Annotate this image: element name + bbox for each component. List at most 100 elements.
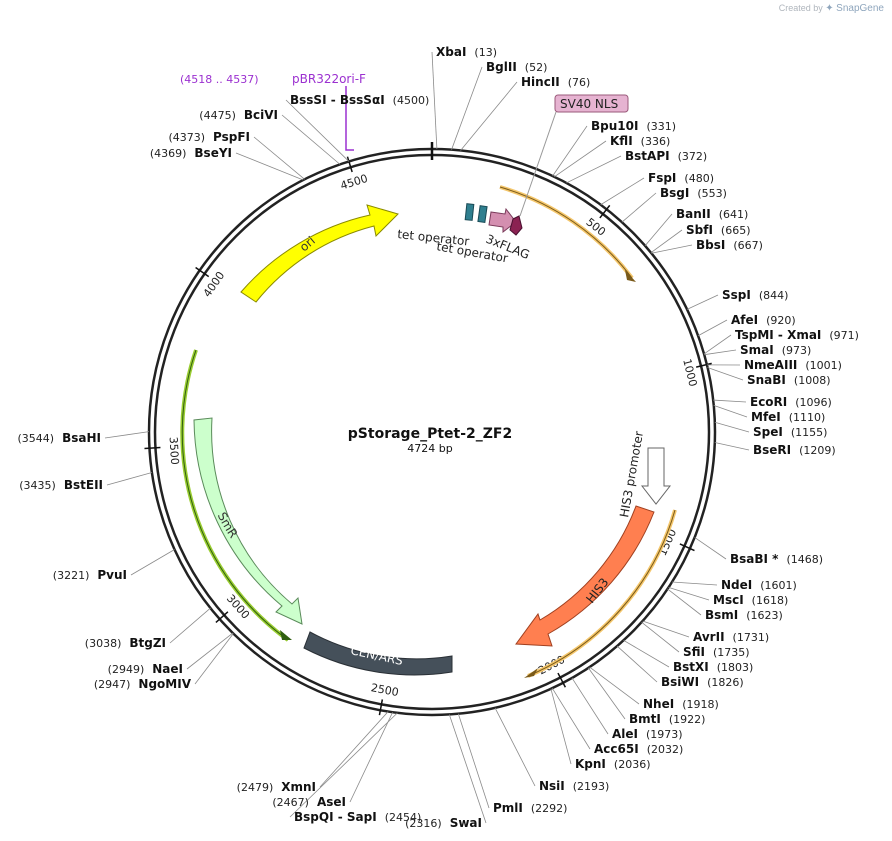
site-name: SmaI [740, 343, 774, 357]
site-position: (480) [684, 172, 714, 185]
site-leader-line [169, 607, 211, 644]
site-name: BstEII [64, 478, 103, 492]
site-leader-line [431, 51, 438, 150]
site-leader-line [589, 666, 640, 705]
site-name: BseYI [194, 146, 232, 160]
highlight-arc-his3-core [527, 509, 676, 677]
site-position: (4475) [199, 109, 236, 122]
site-leader-line [714, 442, 750, 451]
site-position: (553) [697, 187, 727, 200]
site-leader-line [104, 431, 150, 439]
site-position: (920) [766, 314, 796, 327]
highlight-arc-top-core [499, 186, 633, 279]
site-leader-line [460, 81, 518, 151]
site-leader-line [713, 399, 747, 403]
site-name: SwaI [450, 816, 482, 830]
site-leader-line [194, 633, 234, 685]
site-leader-line [644, 213, 673, 247]
site-leader-line [289, 712, 398, 818]
feature-his3-arrow [515, 505, 655, 647]
site-position: (1110) [789, 411, 826, 424]
site-leader-line [448, 714, 487, 824]
site-position: (1623) [746, 609, 783, 622]
site-leader-line [571, 677, 609, 735]
site-labels: XbaI(13)BglII(52)HincII(76)Bpu10I(331)Kf… [18, 45, 859, 830]
site-leader-line [319, 711, 389, 788]
site-name: KflI [610, 134, 633, 148]
tick-mark [599, 204, 611, 219]
site-position: (2032) [647, 743, 684, 756]
site-name: PspFI [213, 130, 250, 144]
site-name: EcoRI [750, 395, 787, 409]
site-leader-line [668, 587, 710, 601]
site-name: SfiI [683, 645, 705, 659]
highlight-arc-smr-core [181, 349, 289, 641]
site-leader-line [707, 367, 744, 381]
watermark-created-by: Created by [778, 3, 823, 13]
plasmid-name: pStorage_Ptet-2_ZF2 [348, 426, 512, 442]
site-position: (1096) [795, 396, 832, 409]
feature-smr-arrow [193, 417, 303, 625]
site-position: (2947) [94, 678, 131, 691]
site-name: SbfI [686, 223, 713, 237]
site-position: (1008) [794, 374, 831, 387]
tick-label: 500 [584, 215, 609, 238]
site-position: (1601) [760, 579, 797, 592]
feature-sv40-nls-arrow [509, 215, 523, 236]
site-position: (641) [719, 208, 749, 221]
site-leader-line [704, 349, 737, 356]
site-name: NaeI [152, 662, 183, 676]
feature-ori-arrow [240, 204, 399, 303]
site-leader-line [285, 99, 350, 162]
site-position: (336) [641, 135, 671, 148]
site-name: HincII [521, 75, 560, 89]
site-name: SpeI [753, 425, 783, 439]
site-position: (372) [678, 150, 708, 163]
tick-mark [695, 362, 712, 368]
site-position: (3544) [18, 432, 55, 445]
site-name: TspMI - XmaI [735, 328, 821, 342]
feature-his3-promoter-label: HIS3 promoter [617, 430, 646, 518]
site-leader-line [130, 549, 175, 576]
site-leader-line [554, 140, 607, 178]
site-position: (1973) [646, 728, 683, 741]
plasmid-size: 4724 bp [407, 442, 452, 455]
site-name: BbsI [696, 238, 725, 252]
site-name: XmnI [281, 780, 316, 794]
site-position: (844) [759, 289, 789, 302]
site-position: (3435) [19, 479, 56, 492]
site-leader-line [281, 114, 341, 165]
sv40-nls-label-box [554, 94, 629, 113]
site-name: BsmI [705, 608, 738, 622]
site-name: KpnI [575, 757, 606, 771]
site-leader-line [235, 152, 304, 181]
site-name: PvuI [97, 568, 127, 582]
site-name: SspI [722, 288, 751, 302]
site-name: BsiWI [661, 675, 699, 689]
site-leader-line [623, 639, 670, 668]
feature-tet-operator-2-box [477, 205, 488, 224]
site-name: BseRI [753, 443, 791, 457]
site-name: NheI [643, 697, 674, 711]
highlight-arc-smr-arrow [280, 630, 292, 640]
site-name: BtgZI [129, 636, 166, 650]
site-position: (2316) [405, 817, 442, 830]
tick-label: 2500 [370, 681, 400, 699]
site-name: NgoMIV [138, 677, 191, 691]
site-leader-line [713, 404, 748, 418]
feature-cen-ars-arrow [303, 631, 453, 676]
site-position: (971) [829, 329, 859, 342]
tick-label: 3500 [167, 436, 182, 465]
site-name: MfeI [751, 410, 781, 424]
site-position: (3038) [85, 637, 122, 650]
site-leader-line [349, 712, 393, 803]
site-leader-line [694, 537, 727, 560]
feature-his3-promoter-arrow [640, 447, 672, 505]
site-leader-line [186, 632, 234, 670]
site-position: (1618) [752, 594, 789, 607]
site-name: NsiI [539, 779, 565, 793]
site-name: BspQI - SapI [294, 810, 377, 824]
site-leader-lines [104, 51, 750, 824]
site-position: (1735) [713, 646, 750, 659]
